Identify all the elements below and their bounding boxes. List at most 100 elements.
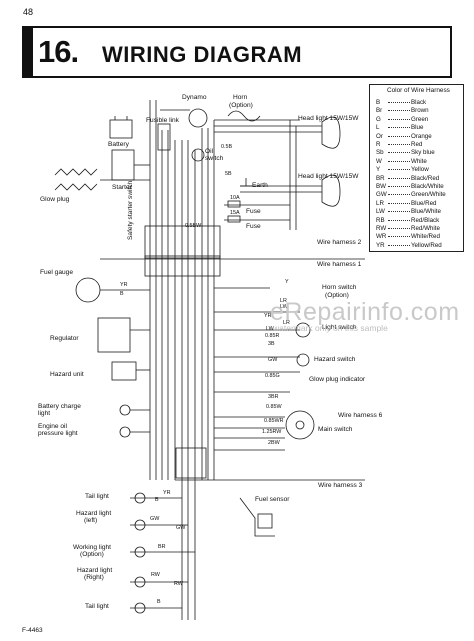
legend-row: YR Yellow/Red — [376, 242, 442, 249]
light-switch-symbol — [295, 322, 311, 338]
hazard-switch-symbol — [296, 353, 310, 367]
legend-code: R — [376, 141, 381, 148]
legend-color-name: White/Red — [411, 233, 440, 241]
legend-code: RB — [376, 216, 385, 224]
legend-dots — [388, 236, 410, 238]
fuel-gauge-symbol — [75, 277, 101, 303]
legend-color-name: Black/Red — [411, 174, 440, 182]
legend-dots — [388, 144, 410, 145]
battery-charge-label-1: Battery charge — [38, 403, 81, 410]
legend-color-name: Brown — [411, 107, 429, 115]
light-switch-label: Light switch — [322, 324, 357, 331]
wire-label: 0.5B — [221, 144, 233, 150]
legend-code: GW — [376, 191, 387, 199]
legend-color-name: Orange — [411, 132, 432, 140]
legend-code: WR — [376, 233, 387, 241]
horn-option-label: (Option) — [229, 102, 253, 109]
fuse-15a-label: 15A — [230, 210, 240, 216]
legend-dots — [388, 177, 410, 179]
section-header-box — [22, 26, 452, 78]
color-legend — [369, 84, 464, 252]
wire-label: LW — [280, 304, 288, 310]
wire-label: RW — [151, 572, 160, 578]
legend-dots — [388, 211, 410, 213]
wire-label: YR — [163, 490, 171, 496]
legend-dots — [388, 244, 410, 246]
dynamo-symbol — [188, 108, 208, 128]
legend-dots — [388, 186, 410, 187]
legend-dots — [388, 135, 410, 137]
fuse-1-label: Fuse — [246, 208, 261, 215]
page-title: WIRING DIAGRAM — [102, 42, 303, 67]
fuse-2-label: Fuse — [246, 223, 261, 230]
wire-label: LW — [266, 326, 274, 332]
hazard-right-label-1: Hazard light — [77, 567, 113, 574]
head-light-1-label: Head light 15W/15W — [298, 115, 359, 122]
legend-code: BR — [376, 174, 385, 182]
engine-oil-label-2: pressure light — [38, 430, 78, 437]
working-light-label-2: (Option) — [80, 551, 104, 558]
legend-code: RW — [376, 225, 387, 232]
wire-label: 0.85W — [266, 404, 282, 410]
connector-block-1 — [144, 225, 221, 259]
legend-color-name: Green/White — [411, 191, 446, 199]
legend-color-name: Blue/Red — [411, 199, 437, 207]
wire-label: GW — [150, 516, 160, 522]
wire-label: B — [120, 291, 124, 297]
wire-label: YR — [120, 282, 128, 288]
legend-row: GW Green/White — [376, 191, 446, 198]
hazard-switch-label: Hazard switch — [314, 356, 356, 363]
wire-label: 3B — [268, 341, 275, 347]
wire-label: GW — [176, 525, 186, 531]
main-switch-label: Main switch — [318, 426, 353, 433]
legend-color-name: Green — [411, 115, 429, 123]
fuel-gauge-label: Fuel gauge — [40, 269, 73, 276]
wire-label: 0.85R — [265, 333, 280, 339]
hazard-right-label-2: (Right) — [84, 574, 104, 581]
engine-oil-label-1: Engine oil — [38, 423, 67, 430]
legend-dots — [388, 102, 410, 103]
fusible-link-symbol — [157, 123, 171, 151]
glow-plug-indicator-label: Glow plug indicator — [309, 376, 366, 383]
legend-row: Or Orange — [376, 133, 432, 140]
legend-dots — [388, 118, 410, 120]
wire-label: LR — [280, 298, 287, 304]
wire-label: 2BW — [268, 440, 280, 446]
main-switch-symbol — [285, 410, 315, 440]
legend-code: YR — [376, 241, 385, 249]
wire-label: RW — [174, 581, 183, 587]
glow-plug-label: Glow plug — [40, 196, 70, 203]
legend-color-name: Black — [411, 99, 427, 106]
hazard-left-label-2: (left) — [84, 517, 98, 524]
legend-dots — [388, 202, 410, 204]
hazard-left-label-1: Hazard light — [76, 510, 112, 517]
horn-symbol — [227, 110, 261, 122]
battery-symbol — [109, 119, 133, 139]
regulator-label: Regulator — [50, 335, 79, 342]
wire-label: Y — [285, 279, 289, 285]
legend-color-name: Yellow/Red — [411, 241, 442, 249]
horn-label: Horn — [233, 94, 248, 101]
legend-color-name: Sky blue — [411, 149, 435, 157]
legend-dots — [388, 194, 410, 196]
fuse-10a-label: 10A — [230, 195, 240, 201]
legend-code: BW — [376, 183, 386, 190]
watermark-text: eRepairinfo.com — [270, 298, 460, 326]
page-number: 48 — [23, 7, 34, 17]
wire-label: 3BR — [268, 394, 279, 400]
legend-dots — [388, 219, 410, 221]
dynamo-label: Dynamo — [182, 94, 207, 101]
legend-code: Br — [376, 107, 383, 115]
legend-dots — [388, 228, 410, 229]
legend-code: Or — [376, 132, 383, 140]
head-light-2-label: Head light 15W/15W — [298, 173, 359, 180]
